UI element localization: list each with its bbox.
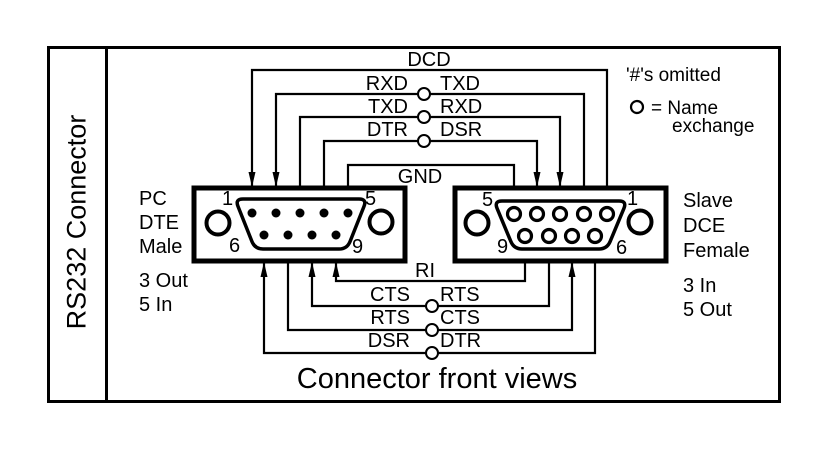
signal-label-pc-rts: RTS bbox=[370, 307, 410, 329]
exchange-marker-dtr bbox=[417, 134, 431, 148]
signal-label-pc-dsr: DSR bbox=[367, 330, 410, 352]
signal-label-slave-cts: CTS bbox=[440, 307, 480, 329]
signal-label-slave-dtr: DTR bbox=[440, 330, 482, 352]
pc-pin-number-5: 5 bbox=[365, 188, 377, 210]
slave-pins-female bbox=[505, 205, 616, 245]
diagram-caption: Connector front views bbox=[296, 363, 578, 395]
wire-dcd bbox=[250, 68, 609, 190]
slave-type-line-1: Slave bbox=[683, 190, 734, 212]
pc-mount-hole-left bbox=[204, 209, 232, 237]
diagram-frame bbox=[47, 46, 781, 403]
arrow-into-slave-cts bbox=[568, 262, 576, 277]
signal-label-slave-rxd: RXD bbox=[440, 96, 483, 118]
arrow-into-slave-dsr bbox=[533, 172, 541, 187]
signal-label-dcd: DCD bbox=[407, 49, 451, 71]
slave-pin-number-1: 1 bbox=[627, 188, 639, 210]
slave-pin-number-6: 6 bbox=[616, 237, 628, 259]
arrow-into-pc-ri bbox=[332, 262, 340, 277]
pc-pin-number-9: 9 bbox=[352, 236, 364, 258]
pc-pin-number-1: 1 bbox=[222, 188, 234, 210]
signal-label-ri: RI bbox=[415, 260, 435, 282]
slave-type-line-3: Female bbox=[683, 240, 750, 262]
slave-io-line-2: 5 Out bbox=[683, 299, 732, 321]
legend-exchange-icon bbox=[629, 99, 645, 115]
legend-exchange-line-1: = Name bbox=[651, 98, 719, 119]
signal-label-pc-rxd: RXD bbox=[365, 73, 408, 95]
signal-label-pc-cts: CTS bbox=[370, 284, 410, 306]
signal-label-slave-txd: TXD bbox=[440, 73, 480, 95]
slave-io-line-1: 3 In bbox=[683, 275, 717, 297]
slave-mount-hole-left bbox=[463, 209, 491, 237]
exchange-marker-cts bbox=[425, 299, 439, 313]
signal-label-pc-txd: TXD bbox=[368, 96, 408, 118]
exchange-marker-dsr bbox=[425, 346, 439, 360]
pc-io-line-2: 5 In bbox=[139, 294, 173, 316]
side-title-divider bbox=[105, 46, 108, 400]
pc-connector-body bbox=[191, 185, 408, 264]
pc-io-line-1: 3 Out bbox=[139, 270, 188, 292]
exchange-marker-txd bbox=[417, 110, 431, 124]
slave-type-line-2: DCE bbox=[683, 215, 726, 237]
signal-label-slave-dsr: DSR bbox=[440, 119, 483, 141]
pc-type-line-2: DTE bbox=[139, 212, 179, 234]
pc-mount-hole-right bbox=[367, 208, 395, 236]
arrow-into-pc-dcd bbox=[248, 172, 256, 187]
legend-omitted-note: '#'s omitted bbox=[626, 65, 721, 86]
pc-type-line-3: Male bbox=[139, 236, 183, 258]
signal-label-slave-rts: RTS bbox=[440, 284, 480, 306]
exchange-marker-rxd bbox=[417, 87, 431, 101]
legend-exchange-line-2: exchange bbox=[672, 116, 755, 137]
exchange-marker-rts bbox=[425, 323, 439, 337]
pc-pin-number-6: 6 bbox=[229, 235, 241, 257]
arrow-into-pc-cts bbox=[308, 262, 316, 277]
pc-pins-male bbox=[247, 208, 353, 240]
slave-pin-number-9: 9 bbox=[497, 236, 509, 258]
arrow-into-pc-rxd bbox=[272, 172, 280, 187]
signal-label-gnd: GND bbox=[397, 166, 443, 188]
pc-type-line-1: PC bbox=[139, 188, 167, 210]
wire-gnd bbox=[346, 163, 516, 190]
arrow-into-pc-dsr bbox=[260, 262, 268, 277]
slave-pin-number-5: 5 bbox=[482, 189, 494, 211]
signal-label-pc-dtr: DTR bbox=[366, 119, 408, 141]
slave-mount-hole-right bbox=[626, 208, 654, 236]
arrow-into-slave-rxd bbox=[556, 172, 564, 187]
